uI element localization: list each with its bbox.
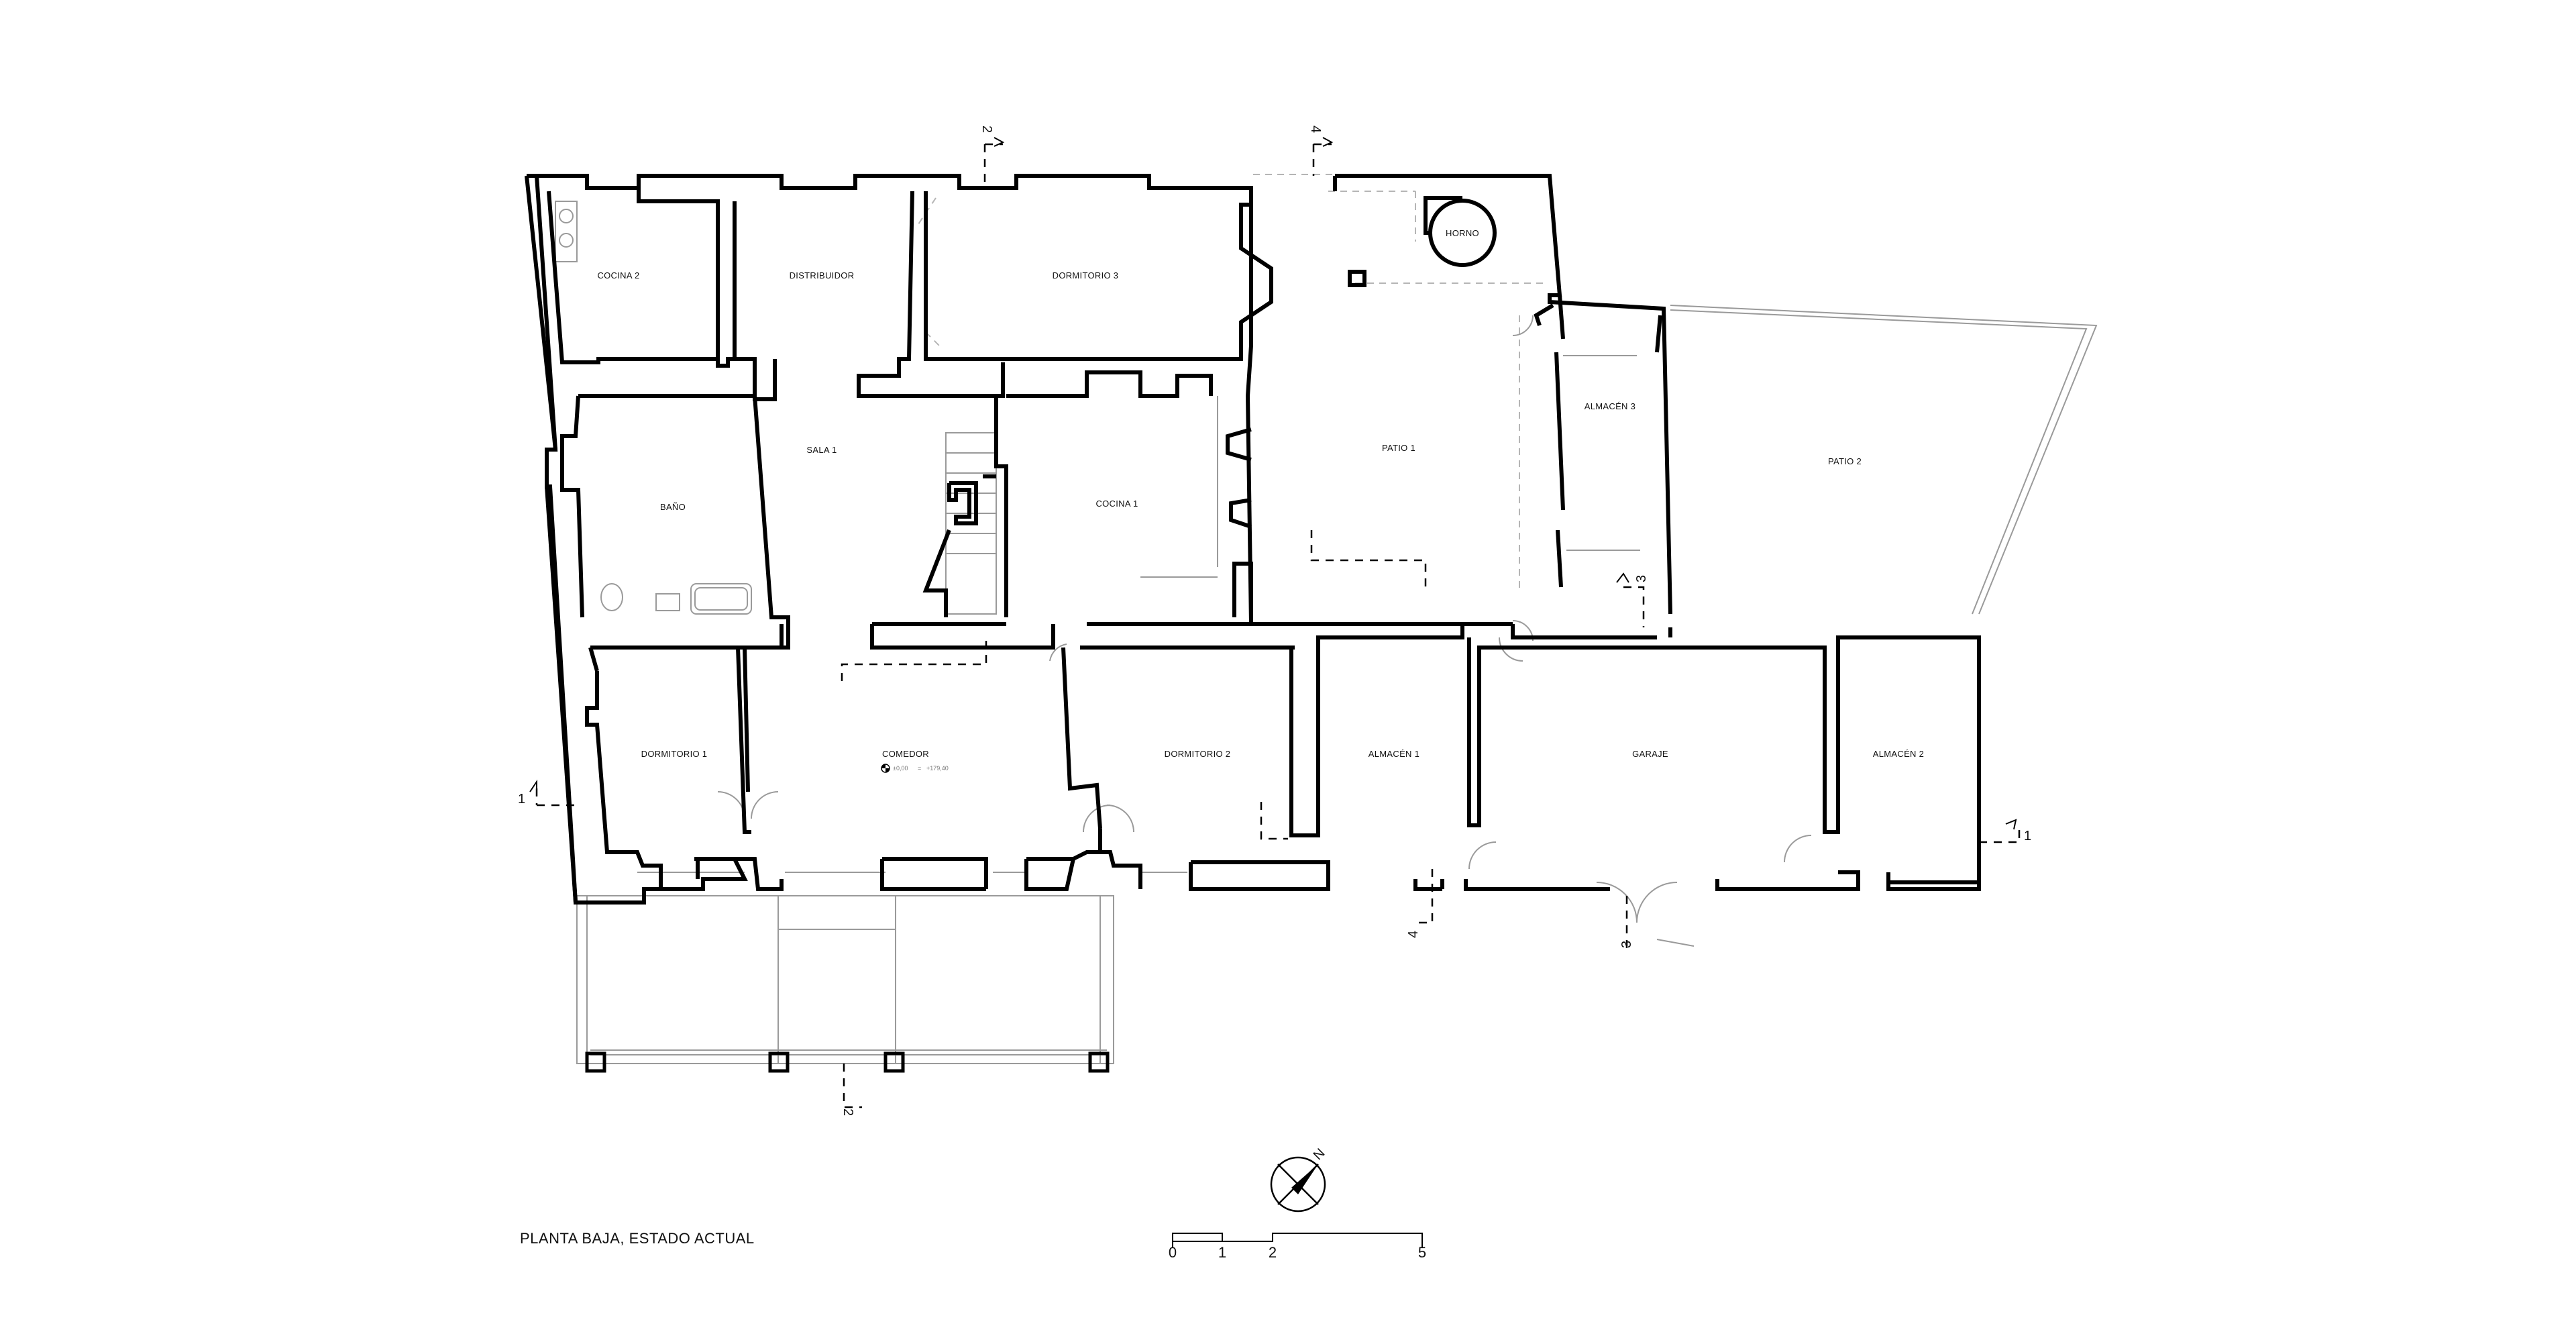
- section-mark-4-top: 4: [1308, 125, 1323, 133]
- section-cuts: [535, 143, 2021, 1108]
- drawing-title: PLANTA BAJA, ESTADO ACTUAL: [520, 1230, 755, 1247]
- room-label-comedor: COMEDOR: [882, 749, 929, 759]
- porch-pillars: [585, 1051, 1110, 1073]
- section-mark-4-bottom: 4: [1406, 931, 1421, 938]
- section-mark-3-top: 3: [1634, 575, 1649, 582]
- room-label-cocina-1: COCINA 1: [1095, 499, 1138, 509]
- room-label-almacen-1: ALMACÉN 1: [1368, 749, 1419, 759]
- walls: [525, 174, 1981, 905]
- section-numbers: 1 1 2 2 4 4 3 3: [518, 125, 2031, 1116]
- level-equals: =: [918, 765, 921, 772]
- room-label-sala-1: SALA 1: [806, 445, 837, 455]
- scale-label-0: 0: [1169, 1244, 1177, 1261]
- level-relative: ±0,00: [893, 765, 908, 772]
- scale-label-2: 2: [1269, 1244, 1277, 1261]
- section-mark-1-left: 1: [518, 792, 525, 807]
- room-label-dormitorio-3: DORMITORIO 3: [1053, 270, 1119, 280]
- scale-bar: 0 1 2 5: [1169, 1233, 1426, 1261]
- north-label: N: [1311, 1146, 1328, 1164]
- scale-label-5: 5: [1418, 1244, 1426, 1261]
- section-mark-2-bottom: 2: [841, 1108, 855, 1116]
- section-mark-1-right: 1: [2024, 829, 2031, 843]
- room-label-patio-2: PATIO 2: [1828, 456, 1862, 466]
- room-label-patio-1: PATIO 1: [1382, 443, 1415, 453]
- room-label-garaje: GARAJE: [1632, 749, 1668, 759]
- level-marker-icon: [881, 764, 890, 773]
- room-label-bano: BAÑO: [660, 502, 686, 512]
- room-label-dormitorio-1: DORMITORIO 1: [641, 749, 708, 759]
- north-arrow-icon: N: [1270, 1146, 1328, 1212]
- room-label-distribuidor: DISTRIBUIDOR: [790, 270, 855, 280]
- room-label-horno: HORNO: [1446, 228, 1479, 238]
- room-label-almacen-2: ALMACÉN 2: [1873, 749, 1924, 759]
- room-label-cocina-2: COCINA 2: [597, 270, 639, 280]
- room-labels: COCINA 2 DISTRIBUIDOR DORMITORIO 3 HORNO…: [597, 228, 1924, 759]
- level-absolute: +179,40: [926, 765, 949, 772]
- room-label-dormitorio-2: DORMITORIO 2: [1165, 749, 1231, 759]
- room-label-almacen-3: ALMACÉN 3: [1585, 401, 1635, 411]
- section-mark-3-bottom: 3: [1619, 941, 1634, 948]
- secondary-lines: [555, 174, 2098, 1064]
- scale-label-1: 1: [1218, 1244, 1226, 1261]
- section-mark-2-top: 2: [979, 125, 994, 133]
- level-marker: ±0,00 = +179,40: [881, 764, 949, 773]
